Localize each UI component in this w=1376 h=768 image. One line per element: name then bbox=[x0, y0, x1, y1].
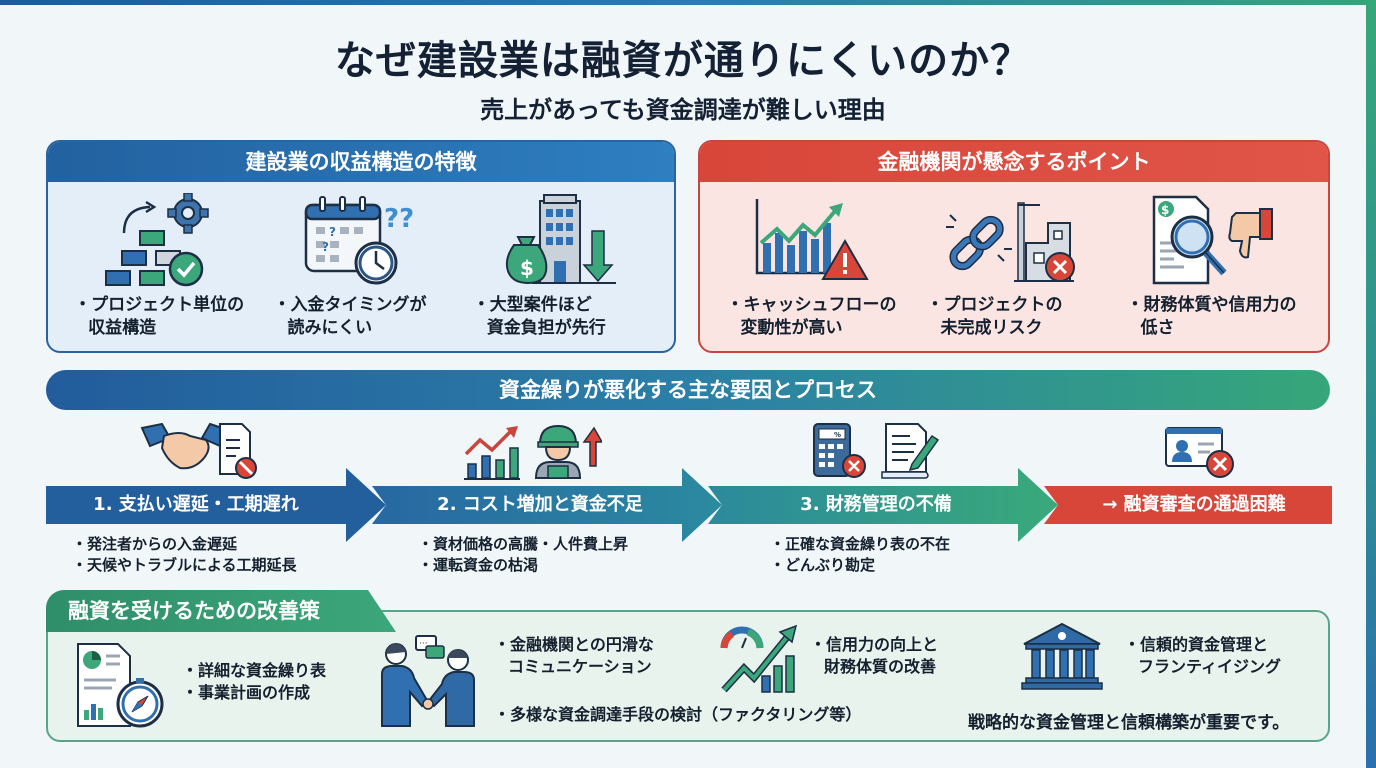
revenue-structure-panel: 建設業の収益構造の特徴 bbox=[46, 140, 676, 353]
process-banner: 資金繰りが悪化する主な要因とプロセス bbox=[46, 370, 1330, 410]
improvements-title: 融資を受けるための改善策 bbox=[46, 590, 396, 632]
step-label: 2. コスト増加と資金不足 bbox=[437, 494, 643, 515]
top-accent-bar bbox=[0, 0, 1376, 5]
step-label: 1. 支払い遅延・工期遅れ bbox=[93, 494, 299, 515]
calculator-display: % bbox=[834, 431, 841, 439]
rejected-profile-icon bbox=[1160, 418, 1240, 480]
communication-text: ・金融機関との円滑な コミュニケーション bbox=[494, 635, 654, 676]
panel-title: 建設業の収益構造の特徴 bbox=[48, 142, 674, 182]
result-label: → 融資審査の通過困難 bbox=[1102, 494, 1286, 515]
project-structure-icon bbox=[92, 190, 232, 290]
document-pen-icon bbox=[881, 423, 940, 479]
worker-up-icon bbox=[534, 424, 602, 479]
page-subtitle: 売上があっても資金調達が難しい理由 bbox=[480, 96, 886, 124]
credit-text: ・信用力の向上と 財務体質の改善 bbox=[810, 635, 939, 676]
cost-increase-icon bbox=[462, 418, 602, 480]
document-magnifier-thumbs-down-icon: $ bbox=[1144, 190, 1284, 290]
svg-text:···: ··· bbox=[419, 639, 428, 649]
plan-compass-icon bbox=[74, 640, 174, 734]
money-building-icon: $ bbox=[490, 190, 630, 290]
concern-item-text: ・財務体質や信用力の 低さ bbox=[1126, 295, 1297, 338]
bank-building-icon bbox=[1020, 622, 1104, 696]
business-handshake-icon: ··· bbox=[378, 632, 478, 732]
process-step-1: 1. 支払い遅延・工期遅れ bbox=[46, 468, 386, 542]
step-label: 3. 財務管理の不備 bbox=[800, 494, 952, 515]
revenue-item-text: ・入金タイミングが 読みにくい bbox=[273, 295, 427, 338]
revenue-item: ? ? ?? ・入金タイミングが 読みにくい bbox=[266, 190, 456, 340]
revenue-item-text: ・プロジェクト単位の 収益構造 bbox=[74, 295, 245, 338]
calculator-icon: % bbox=[813, 423, 866, 478]
right-accent-bar bbox=[1366, 0, 1376, 768]
page-title: なぜ建設業は融資が通りにくいのか？ bbox=[334, 38, 1032, 84]
process-step-2: 2. コスト増加と資金不足 bbox=[372, 468, 722, 542]
revenue-item: $ ・大型案件ほど 資金負担が先行 bbox=[465, 190, 655, 340]
svg-text:$: $ bbox=[1161, 203, 1169, 217]
calendar-clock-icon: ? ? ?? bbox=[291, 190, 431, 290]
plan-text: ・詳細な資金繰り表 ・事業計画の作成 bbox=[182, 661, 327, 702]
svg-text:$: $ bbox=[520, 256, 534, 280]
concern-item: ・プロジェクトの 未完成リスク bbox=[919, 190, 1109, 340]
process-step-3: 3. 財務管理の不備 bbox=[708, 468, 1058, 542]
svg-text:?: ? bbox=[329, 225, 336, 239]
process-result: → 融資審査の通過困難 bbox=[1044, 468, 1332, 542]
volatile-chart-warning-icon bbox=[744, 190, 884, 290]
panel-title: 金融機関が懸念するポイント bbox=[700, 142, 1328, 182]
calculator-document-icon: % bbox=[810, 418, 940, 480]
trust-text: ・信頼的資金管理と フランティイジング bbox=[1124, 635, 1282, 676]
step-3-bullets: ・正確な資金繰り表の不在 ・どんぶり勘定 bbox=[770, 535, 951, 574]
revenue-item-text: ・大型案件ほど 資金負担が先行 bbox=[472, 295, 606, 338]
broken-chain-icon bbox=[944, 190, 1084, 290]
financing-text: ・多様な資金調達手段の検討（ファクタリング等） bbox=[494, 705, 862, 724]
improvements-panel bbox=[46, 610, 1330, 742]
svg-text:??: ?? bbox=[384, 204, 414, 234]
concern-item: $ ・財務体質や信用力の 低さ bbox=[1119, 190, 1309, 340]
bank-concerns-panel: 金融機関が懸念するポイント ・キャッ bbox=[698, 140, 1330, 353]
credit-growth-icon bbox=[718, 620, 802, 700]
conclusion-text: 戦略的な資金管理と信頼構築が重要です。 bbox=[968, 713, 1290, 733]
handshake-contract-icon bbox=[140, 418, 260, 480]
concern-item-text: ・プロジェクトの 未完成リスク bbox=[926, 295, 1063, 338]
revenue-item: ・プロジェクト単位の 収益構造 bbox=[67, 190, 257, 340]
step-1-bullets: ・発注者からの入金遅延 ・天候やトラブルによる工期延長 bbox=[72, 535, 297, 574]
concern-item-text: ・キャッシュフローの 変動性が高い bbox=[726, 295, 897, 338]
svg-text:?: ? bbox=[322, 240, 329, 254]
concern-item: ・キャッシュフローの 変動性が高い bbox=[719, 190, 909, 340]
step-2-bullets: ・資材価格の高騰・人件費上昇 ・運転資金の枯渇 bbox=[418, 535, 629, 574]
